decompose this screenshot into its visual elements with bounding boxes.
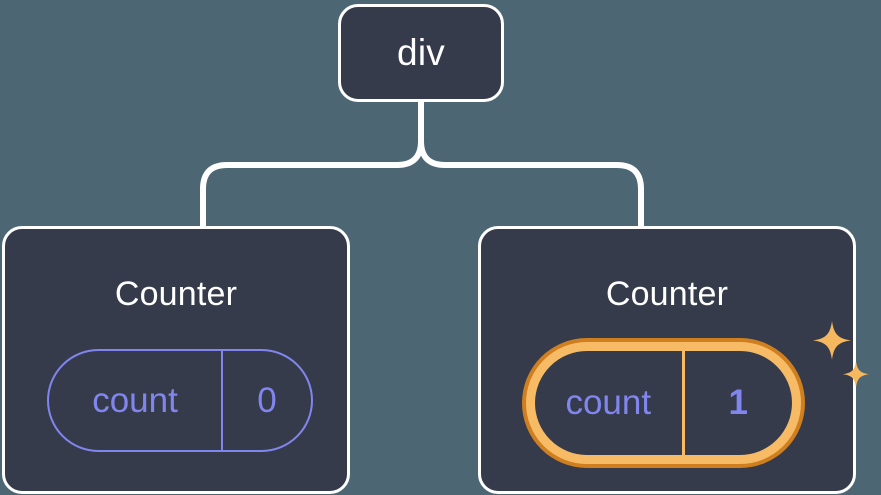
state-value-left: 0 [257, 380, 277, 420]
sparkle-four-point-small-icon [843, 361, 869, 388]
sparkle-group [813, 321, 869, 388]
state-key-left: count [92, 380, 178, 420]
node-counter-right[interactable]: Counter count 1 [478, 226, 869, 494]
node-div-label: div [397, 32, 445, 73]
state-pill-right[interactable]: count 1 [522, 338, 805, 468]
connector-to-right-counter [418, 99, 644, 231]
state-pill-divider-right [681, 351, 685, 455]
connector-to-left-counter [200, 99, 424, 231]
state-key-right: count [565, 383, 652, 422]
node-div[interactable]: div [338, 4, 504, 102]
state-pill-divider-left [221, 351, 223, 450]
sparkle-four-point-icon [813, 321, 851, 360]
state-value-right: 1 [728, 383, 748, 422]
node-counter-right-label: Counter [605, 275, 729, 313]
node-counter-left-label: Counter [114, 275, 238, 313]
node-counter-left[interactable]: Counter count 0 [2, 226, 350, 494]
state-pill-left[interactable]: count 0 [47, 349, 313, 452]
state-pill-right-highlight-ring: count 1 [526, 342, 801, 464]
